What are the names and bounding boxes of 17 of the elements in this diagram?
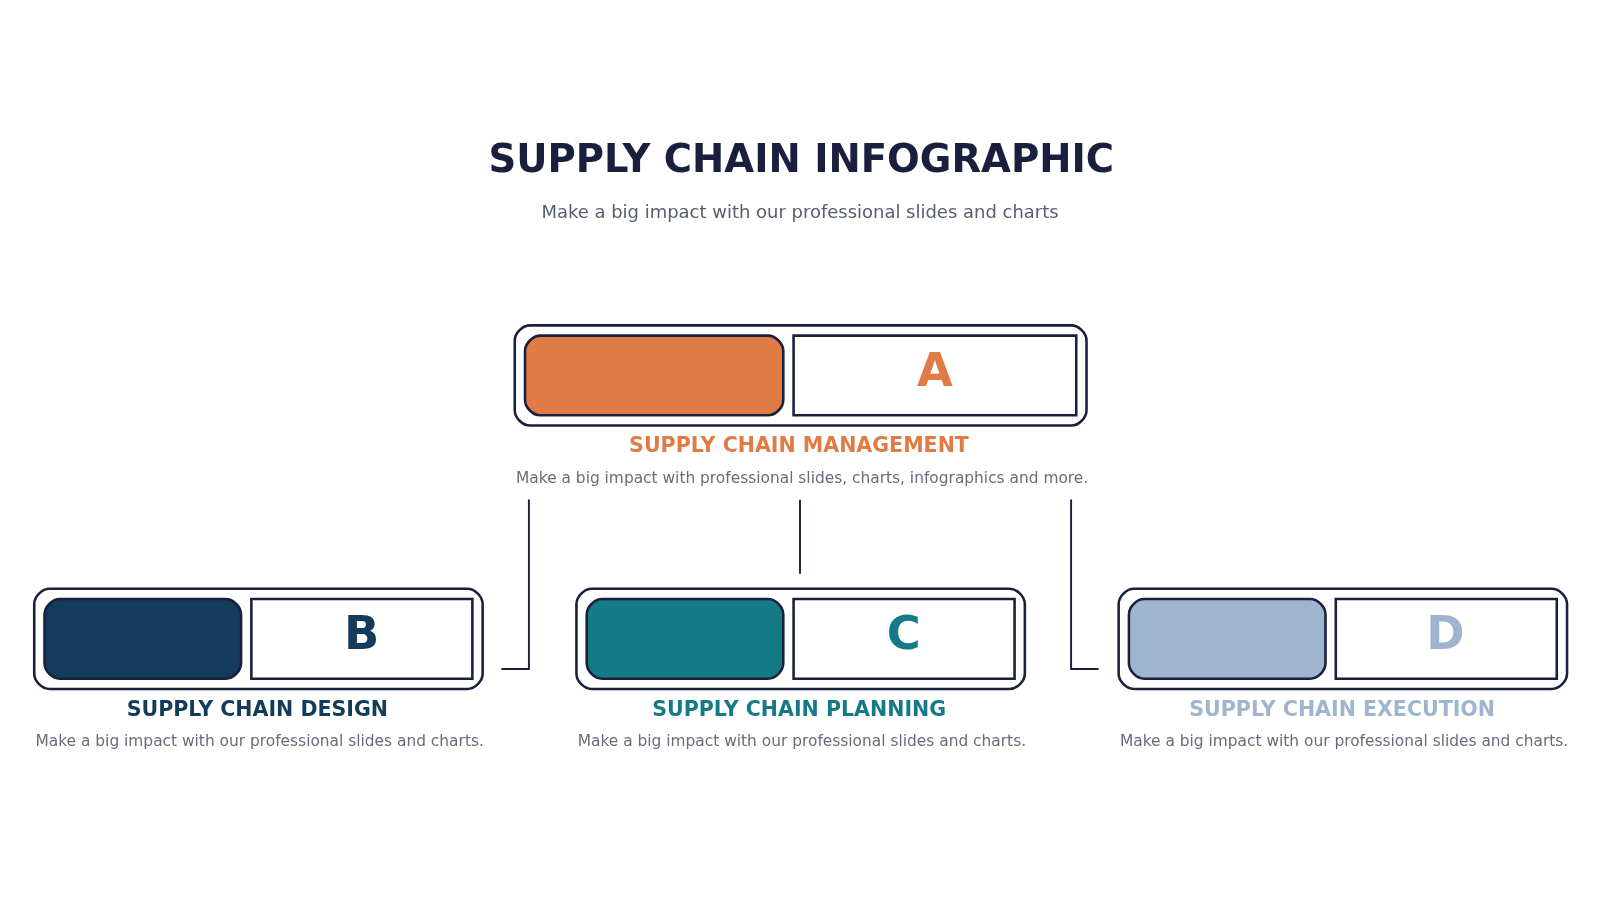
diagram-title: SUPPLY CHAIN INFOGRAPHIC (488, 135, 1115, 181)
node-label: SUPPLY CHAIN EXECUTION (1189, 696, 1496, 721)
node-label: Make a big impact with our professional slides and charts. (577, 732, 1027, 751)
node-label: Make a big impact with professional slides, charts, infographics and more. (516, 468, 1089, 487)
node-label: SUPPLY CHAIN DESIGN (126, 696, 389, 721)
connector (1070, 498, 1100, 671)
node-label: SUPPLY CHAIN MANAGEMENT (629, 433, 969, 458)
node-box: D (1117, 587, 1569, 691)
node-box: C (575, 587, 1027, 691)
node-label: SUPPLY CHAIN PLANNING (652, 696, 947, 721)
node-label: Make a big impact with our professional slides and charts. (35, 732, 484, 751)
connector (500, 498, 530, 671)
connector (799, 498, 801, 575)
node-box: A (513, 324, 1088, 427)
node-label: Make a big impact with our professional slides and charts. (1119, 732, 1569, 751)
label: Make a big impact with our professional slides and charts (541, 200, 1059, 222)
node-box: B (32, 587, 484, 691)
